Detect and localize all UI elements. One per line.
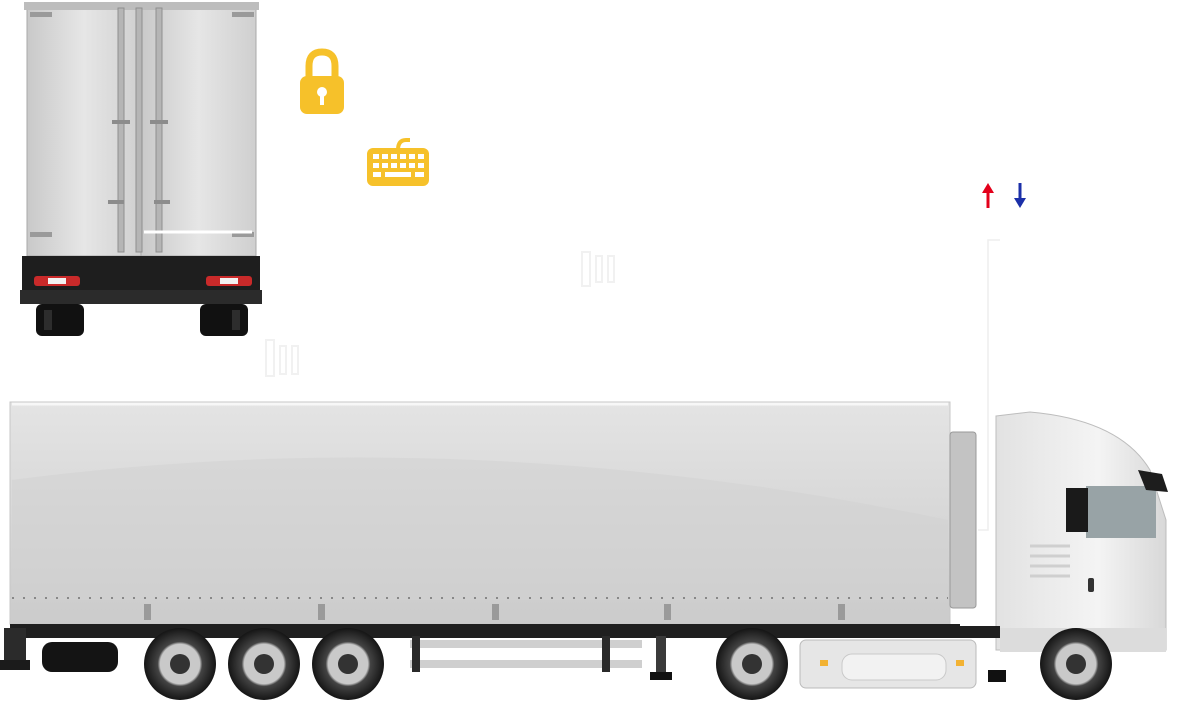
callout-line-temperature <box>978 239 1000 531</box>
rear-view-truck <box>20 2 262 336</box>
temperature-arrows-icon <box>982 183 1026 208</box>
padlock-icon <box>300 48 344 114</box>
tractor-wheels <box>716 628 1112 700</box>
spare-tire <box>42 642 118 672</box>
trailer-wheels <box>144 628 384 700</box>
cab-window <box>1086 486 1156 538</box>
temperature-sensor-icon <box>581 251 615 287</box>
door-sensor-icon <box>265 339 299 377</box>
tractor-cab <box>700 411 1168 689</box>
trailer-side <box>0 401 977 680</box>
keyboard-icon <box>367 138 429 186</box>
reefer-unit <box>949 431 977 609</box>
